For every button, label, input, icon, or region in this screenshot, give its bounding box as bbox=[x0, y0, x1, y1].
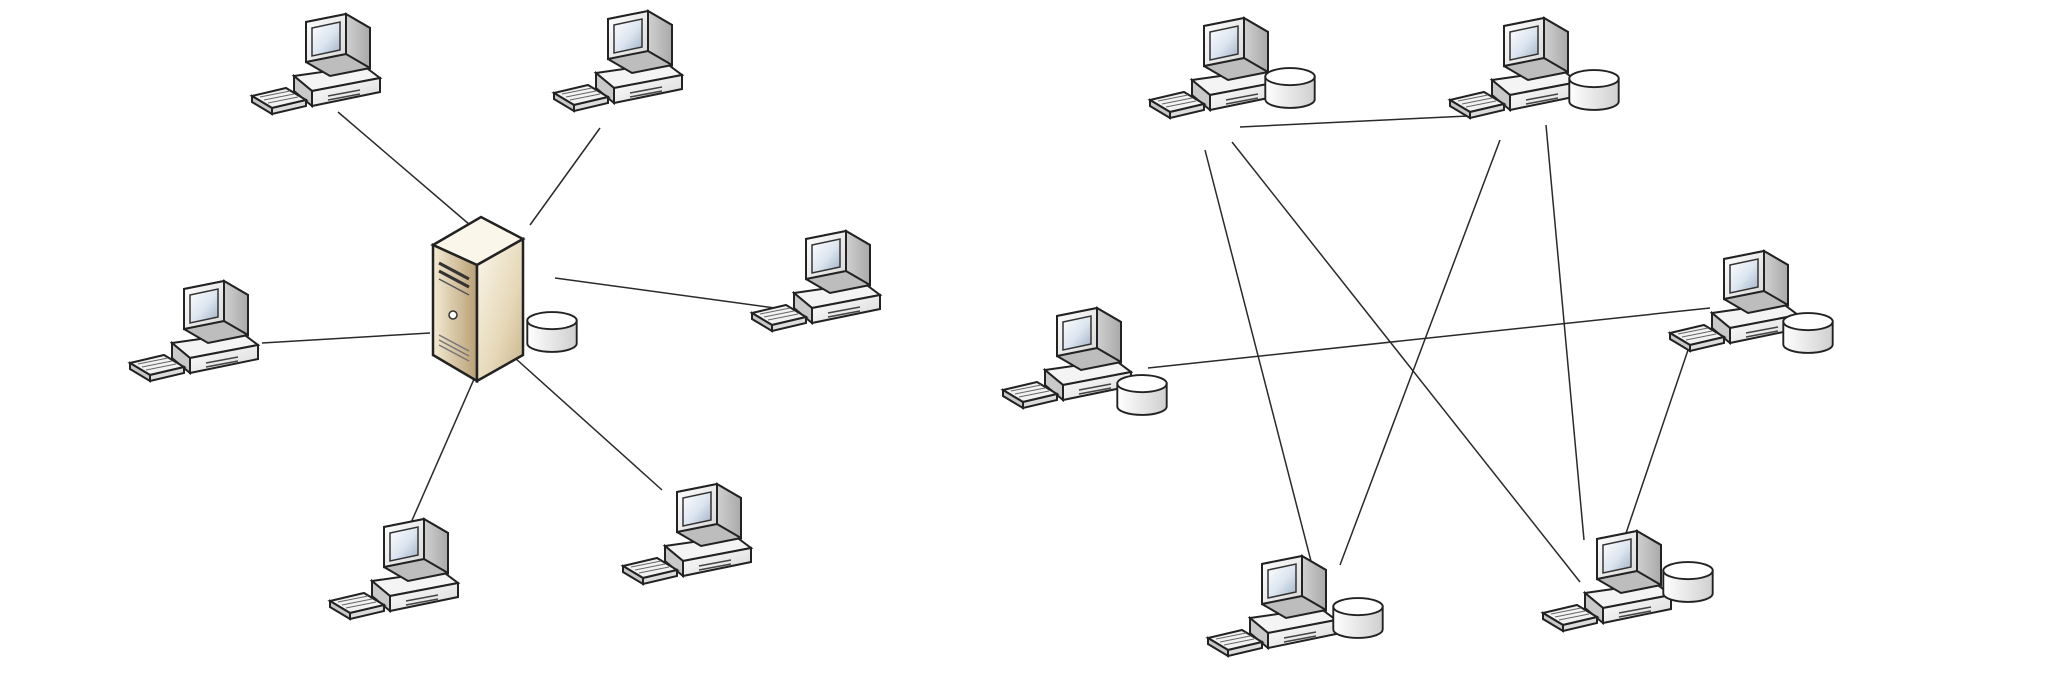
desktop-computer-icon bbox=[1669, 250, 1799, 352]
desktop-computer-icon bbox=[553, 10, 683, 112]
link-server-pc-right bbox=[554, 277, 776, 309]
link-server-pc-bottom-right bbox=[514, 357, 663, 491]
client-server-diagram bbox=[129, 10, 881, 620]
peer-node bbox=[1449, 17, 1620, 119]
desktop-computer-icon bbox=[1542, 530, 1672, 632]
desktop-computer-icon bbox=[1002, 307, 1132, 409]
server-node bbox=[431, 215, 578, 383]
database-icon bbox=[1782, 312, 1834, 354]
link-server-pc-top-right bbox=[529, 127, 601, 226]
link-peer-b-peer-e bbox=[1339, 139, 1501, 566]
desktop-computer-icon bbox=[329, 518, 459, 620]
links bbox=[1147, 115, 1711, 583]
link-peer-c-peer-d bbox=[1147, 307, 1711, 369]
peer-node bbox=[1207, 555, 1384, 657]
link-peer-b-peer-f bbox=[1545, 124, 1585, 541]
peer-node bbox=[1002, 307, 1168, 416]
database-icon bbox=[1264, 67, 1316, 109]
peer-node bbox=[1669, 250, 1834, 354]
desktop-computer-icon bbox=[1449, 17, 1579, 119]
links bbox=[261, 111, 776, 526]
desktop-computer-icon bbox=[1149, 17, 1279, 119]
link-peer-d-peer-f bbox=[1621, 349, 1689, 546]
link-server-pc-left bbox=[261, 332, 431, 344]
desktop-computer-icon bbox=[751, 230, 881, 332]
database-icon bbox=[1662, 561, 1714, 603]
desktop-computer-icon bbox=[129, 280, 259, 382]
database-icon bbox=[1116, 374, 1168, 416]
desktop-computer-icon bbox=[622, 483, 752, 585]
link-server-pc-top-left bbox=[337, 111, 471, 226]
database-icon bbox=[526, 311, 578, 353]
database-icon bbox=[1568, 69, 1620, 111]
link-peer-a-peer-e bbox=[1204, 149, 1313, 566]
desktop-computer-icon bbox=[251, 13, 381, 115]
database-icon bbox=[1332, 597, 1384, 639]
desktop-computer-icon bbox=[1207, 555, 1337, 657]
peer-node bbox=[1149, 17, 1316, 119]
server-icon bbox=[431, 215, 525, 383]
peer-node bbox=[1542, 530, 1714, 632]
peer-to-peer-diagram bbox=[1002, 17, 1834, 657]
link-peer-a-peer-b bbox=[1239, 115, 1469, 128]
link-server-pc-bottom-left bbox=[409, 369, 479, 526]
link-peer-a-peer-f bbox=[1231, 141, 1581, 583]
